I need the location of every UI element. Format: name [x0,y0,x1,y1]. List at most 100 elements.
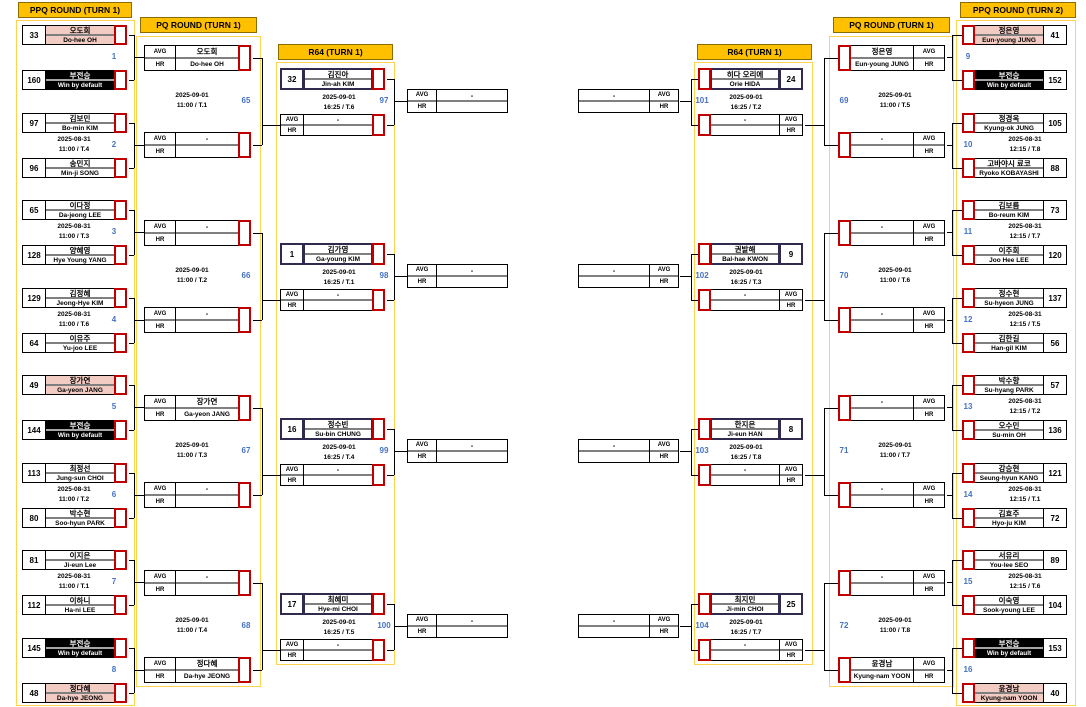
winner-marker [962,508,975,528]
player-name-en: Bo-reum KIM [988,211,1030,219]
winner-marker [838,307,851,333]
connector-line [947,232,952,233]
connector-line [129,518,134,519]
connector-line [134,57,144,58]
seed-box: 112 [22,595,46,615]
slot-line2 [851,584,913,595]
hr-label: HR [287,302,297,309]
player-name-kr: 김한길 [975,334,1043,344]
connector-line [394,276,407,277]
connector-line [952,648,953,693]
winner-marker [962,158,975,178]
seed-box: 120 [1043,245,1067,265]
avg-label: AVG [145,396,175,409]
player-name-kr: 윤경남 [975,684,1043,694]
hr-label: HR [659,104,669,110]
slot-line1: - [851,571,913,584]
match-number: 5 [111,402,117,411]
player-name-en: Su-hyeon JUNG [984,299,1034,307]
slot-line1: - [176,221,238,234]
hr-label: HR [924,411,934,418]
hr-label: HR [155,586,165,593]
seed-number: 56 [1050,338,1060,348]
winner-marker [372,593,385,615]
connector-line [387,125,394,126]
player-name-en: You-lee SEO [989,561,1029,569]
text-cell: - [303,464,373,486]
match-number: 15 [963,577,973,586]
connector-line [947,670,952,671]
avg-label: AVG [281,640,303,651]
slot-line2 [851,496,913,507]
text-cell: - [710,289,780,311]
player-name-kr: 히다 오리에 [712,70,778,80]
text-cell: - [578,89,650,113]
slot-line1: - [176,133,238,146]
player-name-en: Joo Hee LEE [989,256,1029,264]
winner-marker [962,25,975,45]
player-name-kr: 정경옥 [975,114,1043,124]
seed-box: 24 [779,68,803,90]
seed-box: 56 [1043,333,1067,353]
seed-number: 49 [29,380,39,390]
seed-number: 145 [27,643,41,653]
text-cell: - [175,307,239,333]
slot-line2 [851,146,913,157]
player-name-kr: 이유주 [46,334,114,344]
player-name-en: Win by default [975,649,1043,657]
hr-label: HR [659,629,669,635]
avg-label: AVG [914,483,944,496]
slot-line2 [851,234,913,245]
slot-line2 [851,409,913,420]
text-cell: - [578,614,650,638]
hr-label: HR [155,323,165,330]
slot-line2 [437,452,507,462]
seed-number: 153 [1048,643,1062,653]
hr-label: HR [155,236,165,243]
connector-line [253,233,262,234]
connector-line [947,582,952,583]
match-date: 2025-09-01 [175,92,209,99]
seed-number: 57 [1050,380,1060,390]
hr-label: HR [924,498,934,505]
player-name-kr: 이숙영 [975,596,1043,606]
seed-number: 73 [1050,205,1060,215]
slot-line2: Ga-yeon JANG [184,411,230,418]
seed-box: 88 [1043,158,1067,178]
match-date: 2025-08-31 [57,311,91,318]
seed-box: 89 [1043,550,1067,570]
avg-label: AVG [914,133,944,146]
text-cell: - [850,482,914,508]
connector-line [387,475,394,476]
match-time: 16:25 / T.3 [730,279,762,286]
seed-box: 97 [22,113,46,133]
slot-line2 [176,584,238,595]
connector-line [691,125,698,126]
connector-line [691,650,698,651]
connector-line [680,101,691,102]
winner-marker [698,639,711,661]
player-name-kr: 이하니 [46,596,114,606]
slot-line2: Do-hee OH [190,61,224,68]
connector-line [952,123,962,124]
avg-label: AVG [281,115,303,126]
seed-number: 104 [1048,600,1062,610]
match-time: 16:25 / T.8 [730,454,762,461]
seed-number: 64 [29,338,39,348]
seed-number: 48 [29,688,39,698]
winner-marker [838,482,851,508]
connector-line [952,473,953,518]
